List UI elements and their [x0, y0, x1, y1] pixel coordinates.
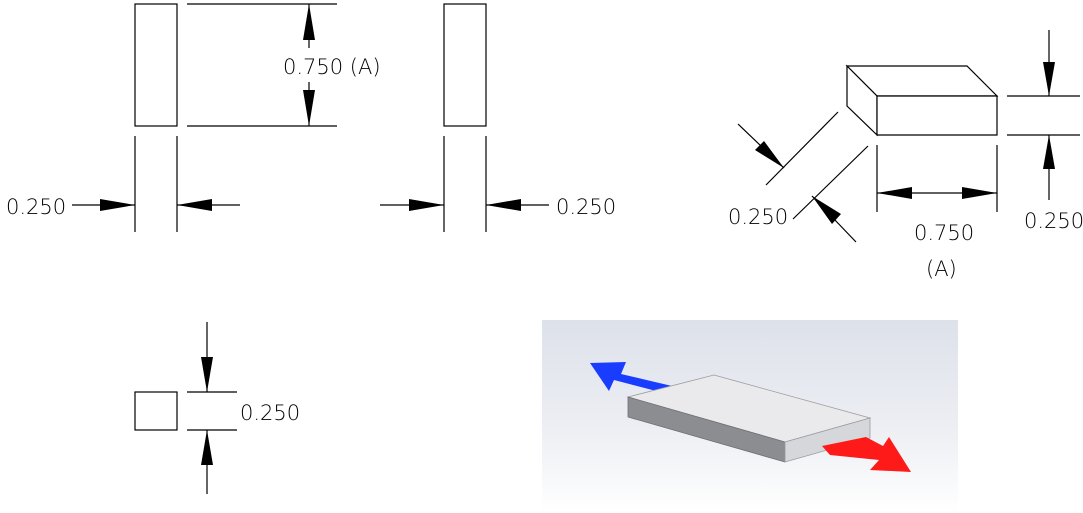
side-view: 0.250 — [380, 3, 616, 232]
arrowhead — [1043, 62, 1055, 96]
arrowhead — [303, 90, 315, 126]
top-height-label: 0.250 — [240, 401, 300, 425]
front-view-outline — [134, 3, 178, 127]
arrowhead — [755, 141, 784, 168]
iso-length-label: 0.750 — [914, 221, 974, 245]
isometric-view: 0.250 0.750 (A) 0.250 — [728, 30, 1083, 281]
extension-line — [792, 145, 869, 220]
iso-depth-label: 0.250 — [728, 205, 788, 229]
top-view-outline — [134, 391, 178, 431]
render-end-face — [784, 417, 871, 463]
iso-front-face — [876, 95, 998, 136]
side-width-label: 0.250 — [556, 195, 616, 219]
arrowhead — [201, 430, 213, 465]
arrowhead — [201, 357, 213, 392]
red-arrow-icon — [822, 437, 911, 472]
iso-height-label: 0.250 — [1024, 209, 1083, 233]
side-view-outline — [443, 3, 487, 127]
top-view: 0.250 — [134, 322, 300, 494]
arrowhead — [877, 187, 912, 199]
front-view: 0.750 (A) 0.250 — [6, 3, 381, 232]
arrowhead — [409, 199, 444, 211]
iso-length-ref-label: (A) — [926, 257, 957, 281]
arrowhead — [177, 199, 212, 211]
text-mask — [278, 48, 376, 82]
arrowhead — [1043, 135, 1055, 169]
render-preview — [542, 320, 958, 512]
blue-arrow-icon — [590, 362, 672, 393]
extension-line — [765, 111, 839, 186]
arrowhead — [303, 4, 315, 40]
arrowhead — [486, 199, 521, 211]
arrowhead — [962, 187, 997, 199]
arrowhead — [100, 199, 135, 211]
front-width-label: 0.250 — [6, 195, 66, 219]
front-height-label: 0.750 (A) — [283, 55, 381, 79]
arrowhead — [812, 196, 841, 224]
